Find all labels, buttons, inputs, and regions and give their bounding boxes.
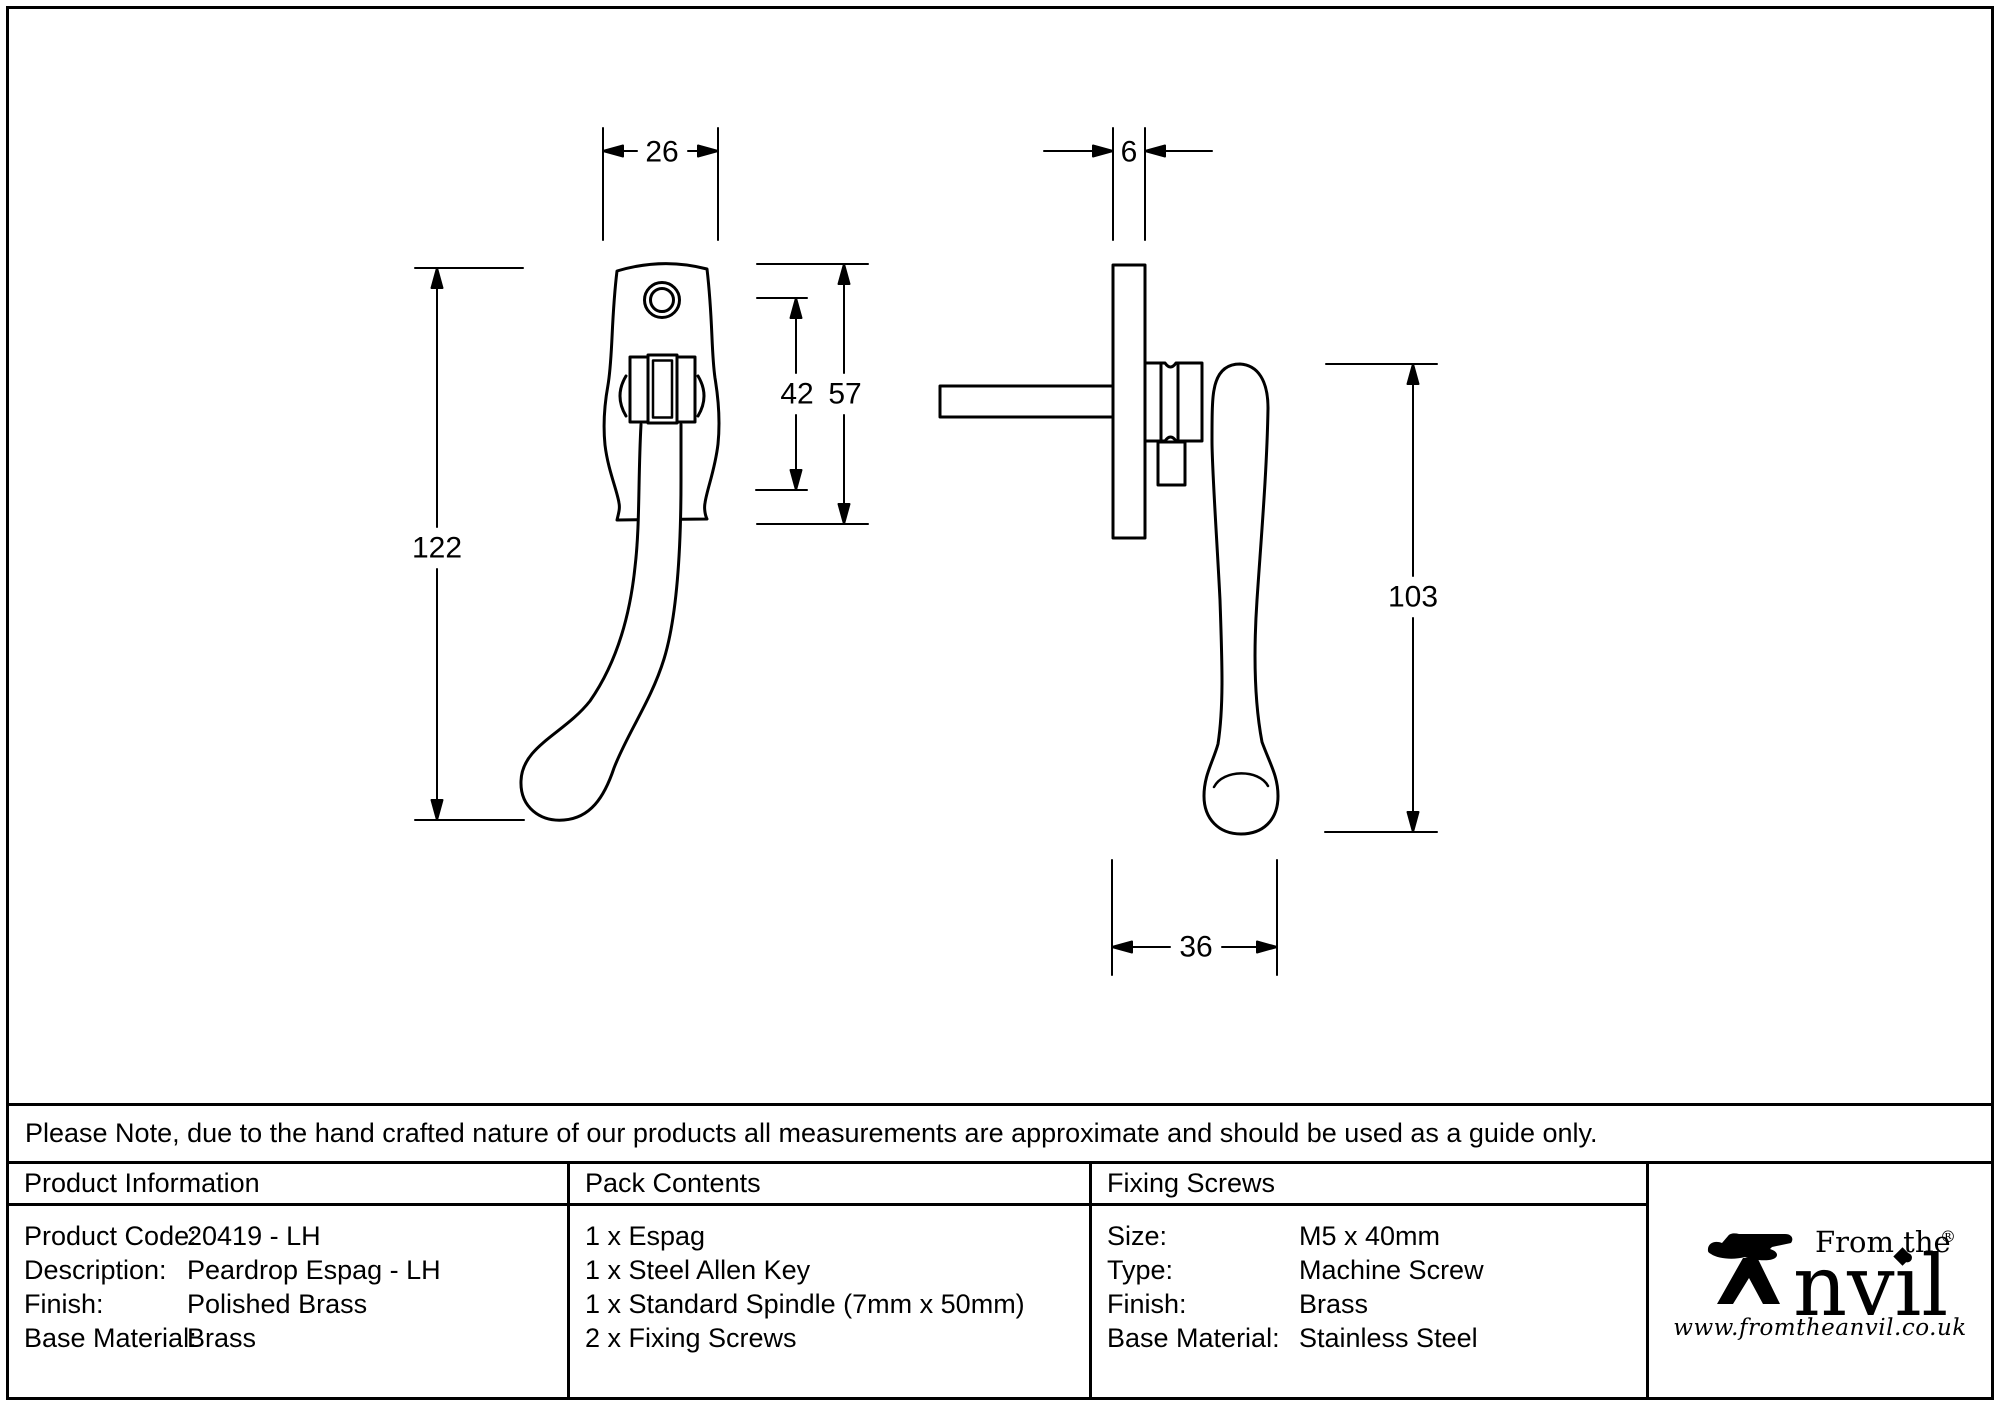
technical-drawing: 26 122 42 57 6 103 36 [412,127,1438,976]
row-label: Description: [24,1255,167,1285]
dim-front-overall-height [414,267,525,821]
row-value: Peardrop Espag - LH [187,1255,441,1285]
brand-url: www.fromtheanvil.co.uk [1673,1315,1967,1341]
front-boss-right-arc [696,374,706,418]
row-value: Polished Brass [187,1289,368,1319]
row-value: Stainless Steel [1299,1323,1478,1353]
front-handle-fill [520,424,681,821]
header-fixing-screws: Fixing Screws [1092,1164,1649,1206]
row-label: Base Material: [1107,1323,1280,1353]
registered-mark: ® [1940,1227,1956,1246]
table-row: Type: Machine Screw [1107,1253,1646,1287]
sheet-frame: 26 122 42 57 6 103 36 Please Note, due t… [6,6,1994,1400]
list-item: 1 x Standard Spindle (7mm x 50mm) [585,1289,1025,1319]
table-row: Finish: Polished Brass [24,1287,567,1321]
row-label: Type: [1107,1255,1174,1285]
dim-front-plate-width [602,127,719,241]
list-item: 1 x Espag [585,1221,706,1251]
dim-front-inner-height [755,297,808,491]
dim-side-handle-drop [1324,363,1438,833]
table-row: Base Material: Stainless Steel [1107,1321,1646,1355]
table-row: Finish: Brass [1107,1287,1646,1321]
row-value: Machine Screw [1299,1255,1484,1285]
row-value: Brass [187,1323,257,1353]
dim-front-plate-height [756,263,869,525]
dim-side-projection [1111,859,1278,976]
side-locking-nib [1156,440,1187,487]
side-handle [1202,362,1280,836]
row-value: M5 x 40mm [1299,1221,1441,1251]
brand-name: nvil [1793,1237,1949,1335]
front-screw-hole-inner [649,287,675,313]
side-collar [1143,361,1204,443]
front-boss-left-arc [618,374,628,418]
front-handle-outline [519,423,683,822]
row-value: 20419 - LH [187,1221,321,1251]
product-information-cell: Product Code: 20419 - LH Description: Pe… [9,1206,570,1397]
brand-logo: From the nvil ® www.fromtheanvil.co.uk [1670,1223,1970,1353]
row-value: Brass [1299,1289,1369,1319]
side-spindle [938,384,1115,419]
table-row: Description: Peardrop Espag - LH [24,1253,567,1287]
side-backplate [1111,263,1147,540]
dim-label-36: 36 [1179,931,1212,964]
side-handle-tip-arc [1212,772,1270,789]
dim-label-6: 6 [1121,136,1138,169]
table-row: Size: M5 x 40mm [1107,1219,1646,1253]
row-label: Finish: [24,1289,104,1319]
header-product-information: Product Information [9,1164,570,1206]
row-label: Base Material: [24,1323,197,1353]
fixing-screws-cell: Size: M5 x 40mm Type: Machine Screw Fini… [1092,1206,1649,1397]
header-pack-contents: Pack Contents [570,1164,1092,1206]
pack-contents-cell: 1 x Espag 1 x Steel Allen Key 1 x Standa… [570,1206,1092,1397]
list-item: 2 x Fixing Screws [585,1323,797,1353]
dimensions [414,127,1438,976]
dim-label-103: 103 [1388,581,1438,614]
dim-side-plate-thickness [1043,127,1213,241]
dim-label-122: 122 [412,532,462,565]
row-label: Finish: [1107,1289,1187,1319]
measurement-note-text: Please Note, due to the hand crafted nat… [25,1118,1598,1148]
row-label: Size: [1107,1221,1168,1251]
brand-tagline: From the [1815,1225,1951,1259]
measurement-note: Please Note, due to the hand crafted nat… [9,1103,1991,1164]
dim-label-57: 57 [828,378,861,411]
front-spindle-slot-inner [651,359,674,419]
anvil-icon [1707,1233,1793,1304]
list-item: 1 x Steel Allen Key [585,1255,811,1285]
brand-logo-cell: From the nvil ® www.fromtheanvil.co.uk [1649,1164,1991,1397]
front-view-espag-handle [519,262,721,822]
dim-label-26: 26 [645,136,678,169]
dim-label-42: 42 [780,378,813,411]
table-row: Base Material: Brass [24,1321,567,1355]
row-label: Product Code: [24,1221,197,1251]
side-view-espag-handle [938,263,1280,836]
table-row: Product Code: 20419 - LH [24,1219,567,1253]
info-table: Product Information Pack Contents Fixing… [9,1164,1991,1397]
